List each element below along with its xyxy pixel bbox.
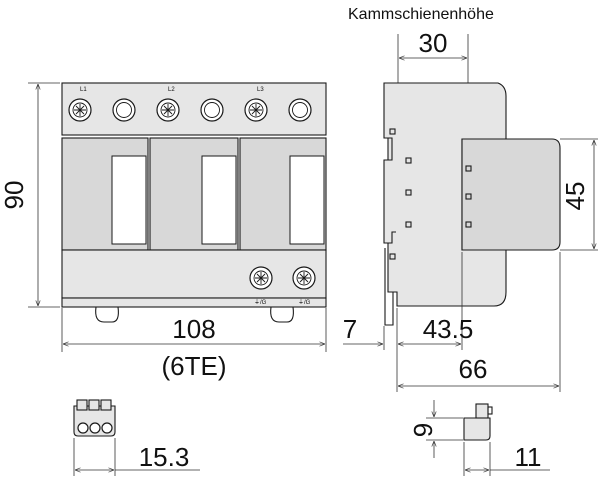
base-foot bbox=[61, 297, 327, 308]
screw-l3-b bbox=[288, 98, 312, 122]
screw-pe-a bbox=[249, 266, 273, 290]
dim-connector-9: 9 bbox=[408, 423, 438, 437]
rail-clip bbox=[384, 248, 394, 326]
module-1 bbox=[61, 137, 149, 251]
pe-label-a: ⏚/G bbox=[254, 299, 267, 306]
dim-depth-66: 66 bbox=[459, 354, 488, 384]
screw-l1-a bbox=[68, 98, 92, 122]
terminal-label-l1: L1 bbox=[80, 87, 87, 93]
din-clip-right bbox=[270, 306, 294, 323]
dim-connector-11: 11 bbox=[515, 442, 542, 472]
screw-pe-b bbox=[292, 266, 316, 290]
pe-label-b: ⏚/G bbox=[298, 299, 311, 306]
connector-side-view: 9 11 bbox=[408, 400, 550, 476]
front-view: L1 L2 L3 bbox=[0, 82, 327, 381]
dim-height-90: 90 bbox=[0, 181, 29, 210]
din-clip-left bbox=[95, 306, 119, 323]
terminal-label-l2: L2 bbox=[168, 87, 175, 93]
dim-busbar-30: 30 bbox=[419, 28, 448, 58]
module-1-window bbox=[111, 155, 147, 245]
dim-connector-15-3: 15.3 bbox=[139, 442, 190, 472]
base-block bbox=[61, 249, 327, 299]
dim-height-45: 45 bbox=[560, 182, 590, 211]
dim-offset-7: 7 bbox=[343, 314, 357, 344]
module-2 bbox=[149, 137, 239, 251]
top-terminal-strip bbox=[61, 82, 327, 136]
terminal-label-l3: L3 bbox=[257, 87, 264, 93]
module-3-window bbox=[289, 155, 325, 245]
dim-depth-43-5: 43.5 bbox=[423, 314, 474, 344]
rail-notch-bottom bbox=[384, 231, 396, 244]
side-view: Kammschienenhöhe 30 45 7 43.5 bbox=[343, 6, 598, 392]
module-2-window bbox=[201, 155, 237, 245]
screw-l2-b bbox=[200, 98, 224, 122]
connector-front-view: 15.3 bbox=[73, 399, 200, 476]
module-3 bbox=[239, 137, 327, 251]
rail-notch-top bbox=[384, 137, 393, 161]
dim-width-108: 108 bbox=[172, 314, 215, 344]
dim-modules: (6TE) bbox=[162, 351, 227, 381]
screw-l3-a bbox=[244, 98, 268, 122]
screw-l1-b bbox=[112, 98, 136, 122]
screw-l2-a bbox=[156, 98, 180, 122]
busbar-height-title: Kammschienenhöhe bbox=[348, 6, 494, 23]
side-plug-module bbox=[461, 138, 561, 251]
